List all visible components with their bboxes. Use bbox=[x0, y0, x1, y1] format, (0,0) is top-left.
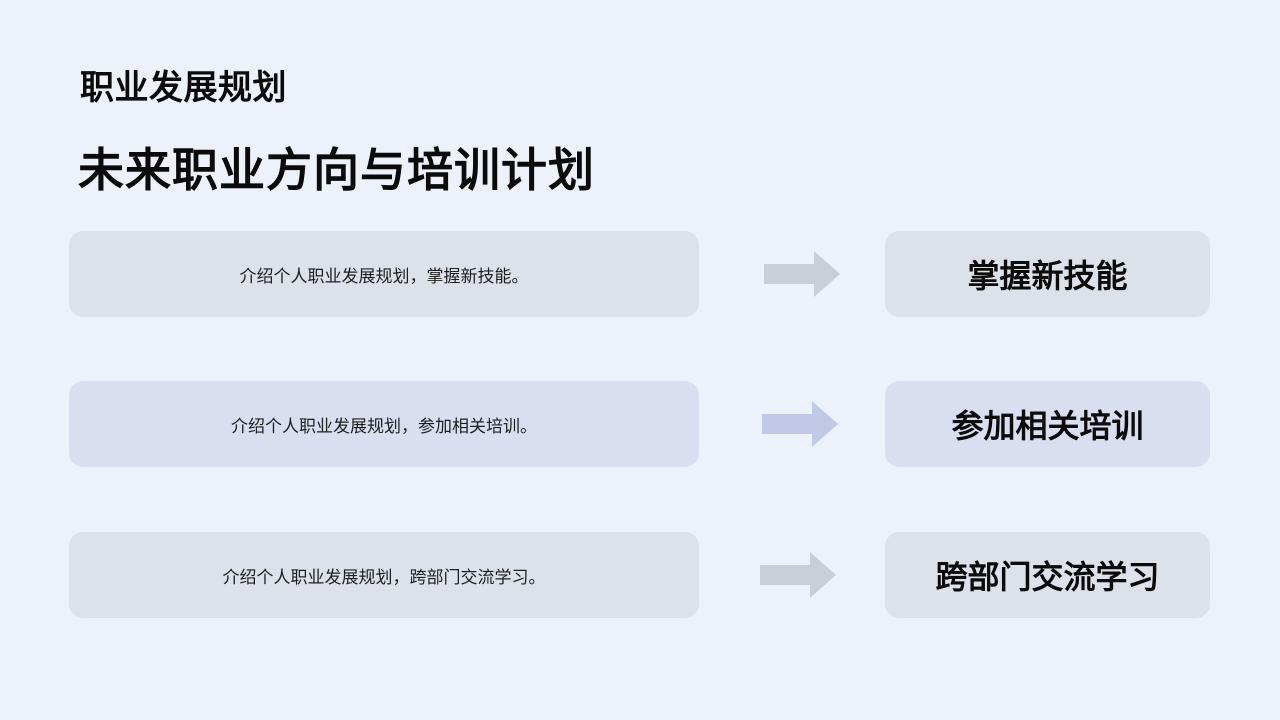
plan-row-1: 介绍个人职业发展规划，掌握新技能。 掌握新技能 bbox=[0, 231, 1280, 317]
tag-label: 掌握新技能 bbox=[967, 257, 1128, 295]
section-title: 职业发展规划 bbox=[80, 68, 287, 108]
arrow-right-icon bbox=[760, 552, 836, 598]
tag-label: 跨部门交流学习 bbox=[935, 558, 1160, 596]
tag-box: 参加相关培训 bbox=[885, 381, 1210, 467]
description-box: 介绍个人职业发展规划，参加相关培训。 bbox=[69, 381, 699, 467]
description-text: 介绍个人职业发展规划，参加相关培训。 bbox=[231, 416, 537, 437]
page-title: 未来职业方向与培训计划 bbox=[78, 143, 595, 197]
description-box: 介绍个人职业发展规划，掌握新技能。 bbox=[69, 231, 699, 317]
description-box: 介绍个人职业发展规划，跨部门交流学习。 bbox=[69, 532, 699, 618]
arrow-right-icon bbox=[762, 401, 838, 447]
arrow-right-icon bbox=[764, 251, 840, 297]
tag-box: 掌握新技能 bbox=[885, 231, 1210, 317]
tag-box: 跨部门交流学习 bbox=[885, 532, 1210, 618]
tag-label: 参加相关培训 bbox=[951, 407, 1144, 445]
plan-row-3: 介绍个人职业发展规划，跨部门交流学习。 跨部门交流学习 bbox=[0, 532, 1280, 618]
plan-row-2: 介绍个人职业发展规划，参加相关培训。 参加相关培训 bbox=[0, 381, 1280, 467]
description-text: 介绍个人职业发展规划，掌握新技能。 bbox=[239, 266, 529, 287]
description-text: 介绍个人职业发展规划，跨部门交流学习。 bbox=[222, 567, 546, 588]
